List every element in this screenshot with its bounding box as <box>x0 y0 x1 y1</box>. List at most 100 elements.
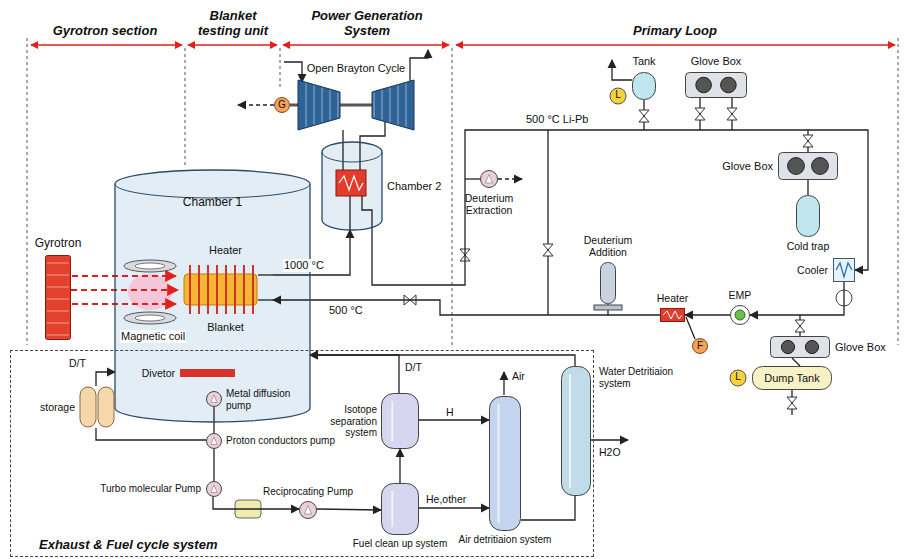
drawing-part <box>258 274 273 275</box>
drawing-part <box>781 340 794 353</box>
flow-connector <box>521 496 575 520</box>
flow-connector <box>685 314 730 315</box>
coil-hole <box>135 263 165 269</box>
beam <box>72 303 176 305</box>
addition-plate <box>594 305 622 310</box>
drawing-part <box>340 104 372 107</box>
drawing-part <box>329 90 330 120</box>
chamber-fill <box>115 170 310 422</box>
component-storage: storage <box>79 386 115 428</box>
drawing-part <box>797 196 820 237</box>
component-col: Water Detritiaion system <box>561 366 591 496</box>
flow-label: 500 °C Li-Pb <box>525 113 590 126</box>
drawing-part <box>569 374 571 488</box>
divider <box>185 48 186 166</box>
shape-outline <box>206 433 222 449</box>
bypass <box>547 130 548 315</box>
shape-outline <box>600 262 616 304</box>
divider <box>452 48 453 345</box>
flow-connector <box>290 104 298 107</box>
component-pump: Metal diffusion pump <box>206 391 222 407</box>
fuel-label: D/T <box>404 361 423 373</box>
drawing-part <box>115 170 310 422</box>
drawing-part <box>663 311 682 319</box>
drawing-part <box>836 263 852 277</box>
flow-connector <box>317 509 381 510</box>
component-label: storage <box>40 401 75 413</box>
drawing-part <box>180 369 235 377</box>
component-label: EMP <box>729 289 752 301</box>
component-vessel: Deuterium Addition <box>600 262 616 304</box>
drawing-part <box>321 88 322 122</box>
shape-outline <box>685 72 747 98</box>
shape-outline <box>180 369 235 377</box>
heat-exchanger <box>336 170 366 196</box>
component-label: Glove Box <box>691 55 742 68</box>
component-label: Tank <box>632 55 655 68</box>
drawing-part <box>372 80 414 130</box>
component-cooler: Cooler <box>833 258 855 282</box>
air-inlet <box>284 62 302 82</box>
flow-connector <box>419 507 489 508</box>
valve-symbol <box>787 397 797 409</box>
drawing-part <box>211 437 217 445</box>
component-emp: EMP <box>730 305 750 325</box>
drawing-part <box>391 491 393 527</box>
shape-outline <box>45 255 71 340</box>
component-label: Fuel clean up system <box>353 538 448 550</box>
drawing-part <box>498 404 500 523</box>
drawing-part <box>322 142 382 230</box>
shape-outline <box>770 336 830 358</box>
component-coil: HeaterBlanket <box>178 262 273 317</box>
component-pump: Turbo molecular Pump <box>206 481 222 497</box>
flow-connector <box>750 282 844 315</box>
drawing-part <box>298 80 340 130</box>
drawing-part <box>252 265 254 314</box>
section-arrow <box>283 44 449 45</box>
flow-label: Air <box>511 370 526 382</box>
shape-outline <box>489 396 521 531</box>
shape-outline <box>299 501 317 519</box>
section-arrow <box>456 44 895 45</box>
flow-label: H2O <box>598 446 622 458</box>
hx-coil <box>339 176 363 190</box>
drawing-part <box>189 265 191 314</box>
component-label: Glove Box <box>722 160 773 173</box>
divider <box>898 38 899 345</box>
component-label: Reciprocating Pump <box>263 486 353 498</box>
drawing-part <box>80 387 96 427</box>
component-label: Divetor <box>142 367 175 379</box>
component-label: Proton conductors pump <box>226 435 335 447</box>
drawing-part <box>382 484 419 535</box>
section-arrow <box>188 44 277 45</box>
drawing-part <box>47 310 69 312</box>
component-label: Chamber 2 <box>387 180 441 193</box>
component-label: Blanket <box>207 321 244 334</box>
pipe <box>465 178 480 179</box>
drawing-part <box>211 485 217 493</box>
component-label: Gyrotron <box>35 237 82 251</box>
level-gauge <box>610 88 626 104</box>
extraction-out <box>498 178 522 179</box>
drawing-part <box>300 502 317 519</box>
flow-connector <box>96 372 115 386</box>
component-label: Chamber 1 <box>115 196 310 210</box>
fuel-label: D/T <box>68 357 87 369</box>
drawing-part <box>391 401 393 441</box>
coil-hole <box>135 315 165 321</box>
drawing-part <box>211 395 217 403</box>
flow-connector <box>419 419 489 420</box>
valve-symbol <box>695 108 705 120</box>
drawing-part <box>735 310 745 320</box>
flow-connector <box>372 130 868 285</box>
tank-vent <box>612 60 632 80</box>
flow-connector <box>310 355 575 366</box>
drawing-part <box>198 265 200 314</box>
drawing-part <box>337 92 338 117</box>
shape-outline <box>796 195 820 237</box>
gauge-letter: L <box>611 89 625 101</box>
shape-outline <box>381 393 419 449</box>
drawing-part <box>601 263 616 304</box>
